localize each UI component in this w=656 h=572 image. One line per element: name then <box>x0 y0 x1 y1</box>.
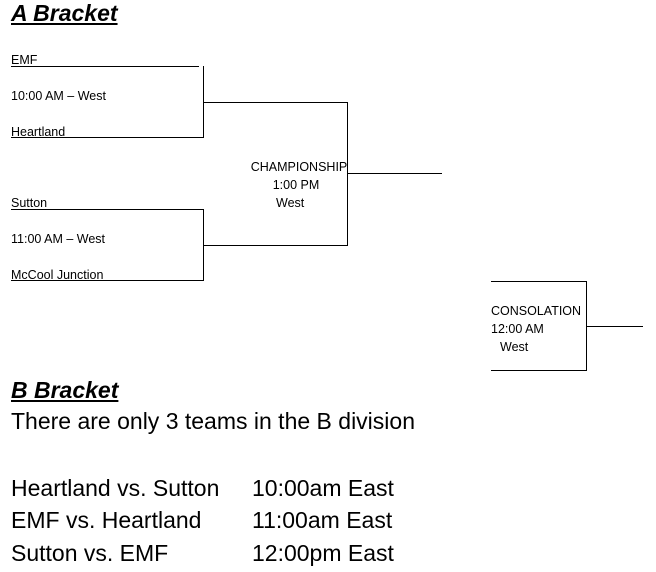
championship-winner-line <box>347 173 442 174</box>
consolation-top-line <box>491 281 587 282</box>
game1-team1: EMF <box>11 53 38 67</box>
game2-winner-line <box>203 245 347 246</box>
game1-time: 10:00 AM – West <box>11 89 106 103</box>
consolation-bottom-line <box>491 370 587 371</box>
consolation-time: 12:00 AM <box>491 322 544 336</box>
game2-time: 11:00 AM – West <box>11 232 106 246</box>
consolation-winner-line <box>586 326 643 327</box>
b-game-2-time: 11:00am East <box>252 507 393 533</box>
a-bracket-heading: A Bracket <box>11 0 118 26</box>
b-bracket-heading: B Bracket <box>11 377 119 403</box>
b-game-2-matchup: EMF vs. Heartland <box>11 507 202 533</box>
b-game-1-time: 10:00am East <box>252 475 394 501</box>
game1-team1-line <box>11 66 199 67</box>
game2-team2: McCool Junction <box>11 268 104 282</box>
championship-bracket-vertical <box>347 102 348 246</box>
championship-time: 1:00 PM <box>272 178 320 192</box>
game1-team2: Heartland <box>11 125 66 139</box>
game2-team2-line <box>11 280 203 281</box>
b-game-3-time: 12:00pm East <box>252 540 394 566</box>
championship-location: West <box>276 196 305 210</box>
consolation-label: CONSOLATION <box>491 304 582 318</box>
consolation-location: West <box>500 340 529 354</box>
game1-winner-line <box>203 102 347 103</box>
b-game-3-matchup: Sutton vs. EMF <box>11 540 169 566</box>
game2-team1: Sutton <box>11 196 48 210</box>
b-bracket-note: There are only 3 teams in the B division <box>11 408 415 434</box>
game1-team2-line <box>11 137 203 138</box>
b-game-1-matchup: Heartland vs. Sutton <box>11 475 220 501</box>
championship-label: CHAMPIONSHIP <box>250 160 348 174</box>
game2-team1-line <box>11 209 203 210</box>
